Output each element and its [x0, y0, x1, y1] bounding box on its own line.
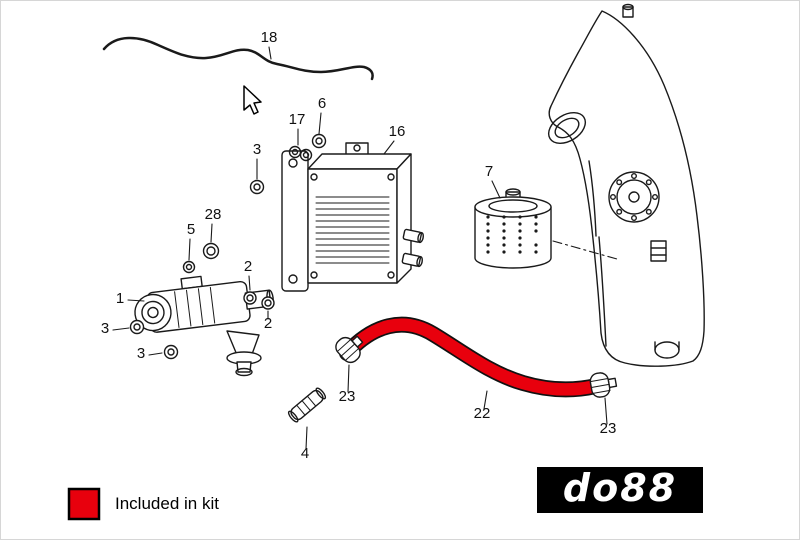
part-label-23-right: 23: [600, 420, 617, 437]
oil-cooler-16: [281, 142, 424, 292]
part-label-5: 5: [187, 221, 195, 238]
hose-clamp-23-left: [335, 335, 364, 364]
kit-color-swatch-rect: [67, 487, 101, 521]
kit-hose-22: [339, 316, 604, 398]
part-label-3-top: 3: [253, 141, 261, 158]
hose-clamp-23-right: [589, 372, 618, 398]
kit-legend-label: Included in kit: [115, 494, 219, 513]
seal-rings-17: [288, 145, 313, 162]
part-label-22: 22: [474, 405, 491, 422]
part-label-4: 4: [301, 445, 309, 462]
nut-3-low: [163, 344, 179, 360]
leader-lines: [112, 46, 608, 450]
oil-filter-7: [474, 188, 618, 269]
nut-2-right: [261, 296, 275, 310]
part-label-7: 7: [485, 163, 493, 180]
seal-ring-6: [311, 133, 327, 149]
part-label-1: 1: [116, 290, 124, 307]
part-label-2-lower: 2: [264, 315, 272, 332]
kit-legend: Included in kit: [67, 487, 219, 521]
do88-logo: do88: [537, 467, 703, 513]
filter-axis-centerline: [552, 240, 618, 260]
nut-3-mid: [129, 319, 145, 335]
part-label-23-left: 23: [339, 388, 356, 405]
kit-color-swatch: [67, 487, 101, 521]
nut-28: [202, 242, 220, 260]
part-label-16: 16: [389, 123, 406, 140]
nut-2-left: [243, 291, 257, 305]
kit-hose-22-highlight: [340, 318, 603, 396]
cursor-arrow-icon: [243, 85, 262, 115]
part-label-18: 18: [261, 29, 278, 46]
part-label-2-upper: 2: [244, 258, 252, 275]
oil-filter-housing-1: [134, 275, 274, 377]
washer-5: [182, 260, 196, 274]
connector-pipe-4: [287, 387, 327, 423]
gasket-line-18: [102, 36, 374, 81]
do88-logo-text: do88: [562, 466, 678, 510]
part-label-17: 17: [289, 111, 306, 128]
part-label-6: 6: [318, 95, 326, 112]
engine-timing-cover: [547, 3, 705, 367]
part-label-28: 28: [205, 206, 222, 223]
nut-3-top: [249, 179, 265, 195]
part-label-3-low: 3: [137, 345, 145, 362]
part-label-3-mid: 3: [101, 320, 109, 337]
